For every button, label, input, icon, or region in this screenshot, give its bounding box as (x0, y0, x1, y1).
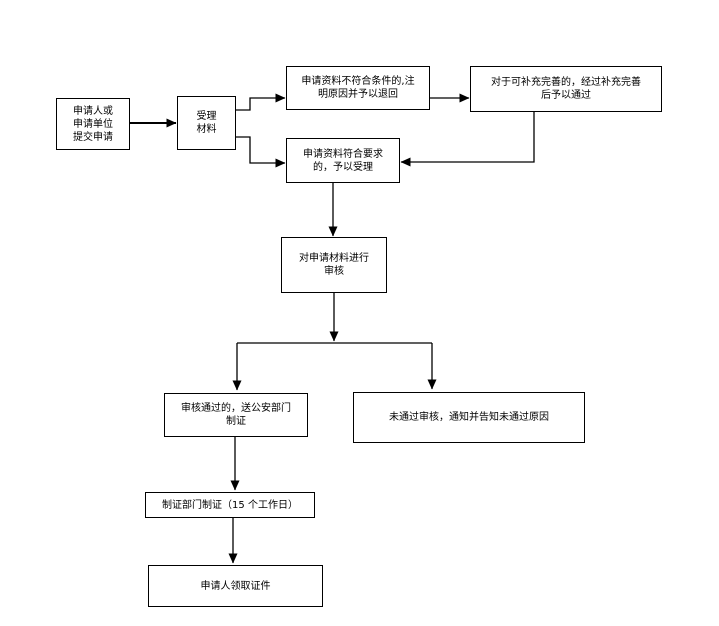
node-materials-qualified-label: 申请资料符合要求 的，予以受理 (303, 148, 383, 173)
node-materials-not-qualified-label: 申请资料不符合条件的,注 明原因并予以退回 (301, 76, 415, 100)
node-review-failed-label: 未通过审核，通知并告知未通过原因 (389, 412, 549, 423)
node-review-passed-label: 审核通过的，送公安部门 制证 (181, 403, 291, 427)
edge-accept-to-qualified (236, 136, 286, 168)
node-submit-application-label: 申请人或 申请单位 提交申请 (73, 105, 113, 143)
node-produce-card: 制证部门制证（15 个工作日） (145, 492, 315, 518)
node-collect-card: 申请人领取证件 (148, 565, 323, 607)
edge-supplement-to-qualified (400, 112, 535, 167)
node-submit-application: 申请人或 申请单位 提交申请 (56, 98, 130, 150)
node-supplement-pass: 对于可补充完善的，经过补充完善 后予以通过 (470, 66, 662, 112)
node-review-materials-label: 对申请材料进行 审核 (299, 253, 369, 277)
node-supplement-pass-label: 对于可补充完善的，经过补充完善 后予以通过 (491, 77, 641, 101)
node-review-materials: 对申请材料进行 审核 (281, 237, 387, 293)
node-review-passed: 审核通过的，送公安部门 制证 (164, 393, 308, 437)
node-accept-materials-label: 受理 材料 (196, 111, 217, 135)
node-materials-not-qualified: 申请资料不符合条件的,注 明原因并予以退回 (286, 66, 430, 110)
node-materials-qualified: 申请资料符合要求 的，予以受理 (286, 138, 400, 183)
node-accept-materials: 受理 材料 (177, 96, 236, 150)
node-collect-card-label: 申请人领取证件 (200, 580, 271, 592)
edge-accept-to-not-qualified (236, 93, 286, 111)
node-review-failed: 未通过审核，通知并告知未通过原因 (353, 392, 585, 443)
node-produce-card-label: 制证部门制证（15 个工作日） (162, 499, 298, 511)
